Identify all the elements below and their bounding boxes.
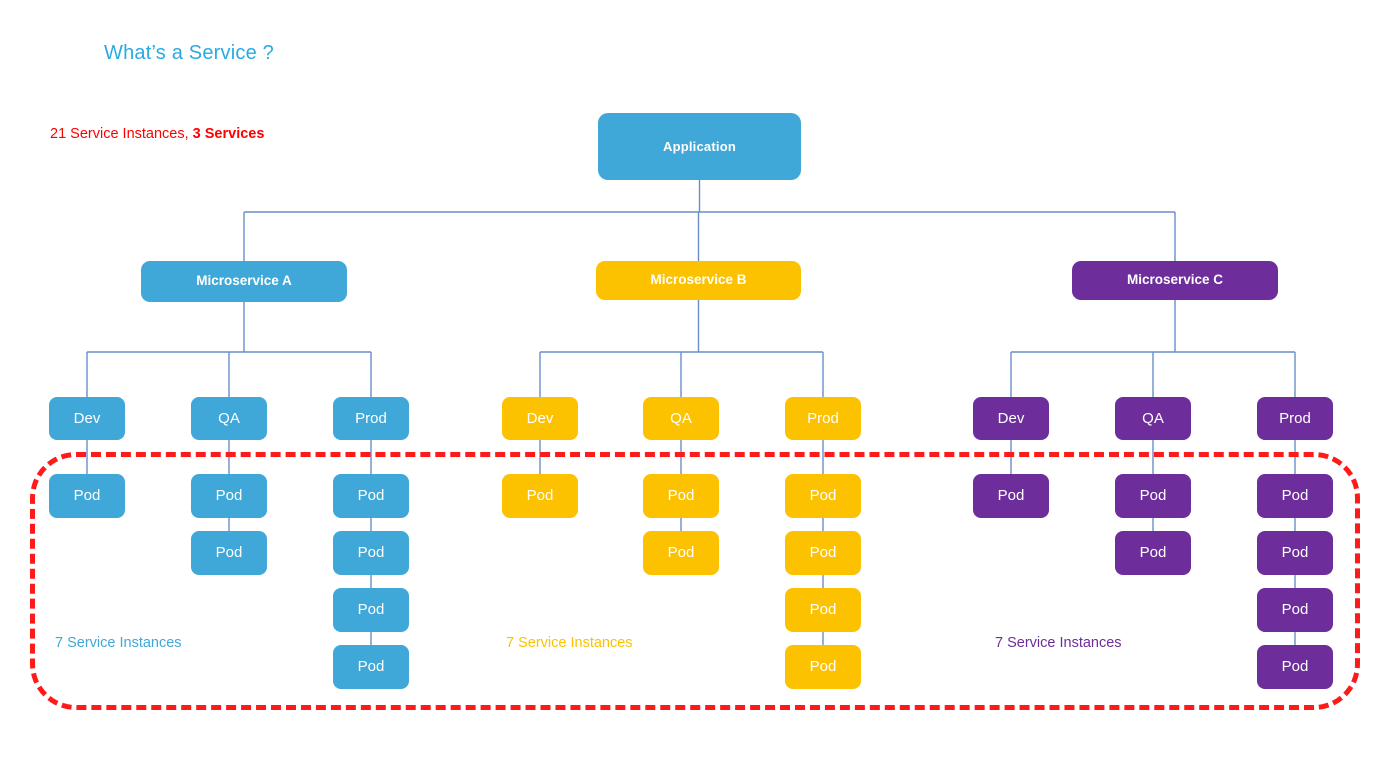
env-node-purple-prod-label: Prod xyxy=(1279,409,1311,427)
pod-node[interactable]: Pod xyxy=(1257,588,1333,632)
microservice-node-2[interactable]: Microservice B xyxy=(596,261,801,300)
pod-node-label: Pod xyxy=(1281,601,1309,619)
totals-annotation: 21 Service Instances, 3 Services xyxy=(50,126,264,142)
pod-node-label: Pod xyxy=(526,487,554,505)
application-node[interactable]: Application xyxy=(598,113,801,180)
pod-node-label: Pod xyxy=(357,658,385,676)
pod-node[interactable]: Pod xyxy=(1257,531,1333,575)
microservice-node-3-label: Microservice C xyxy=(1126,272,1224,288)
pod-node-label: Pod xyxy=(667,487,695,505)
env-node-purple-dev-label: Dev xyxy=(997,409,1025,427)
service-instances-label-2: 7 Service Instances xyxy=(506,635,633,651)
pod-node[interactable]: Pod xyxy=(785,531,861,575)
pod-node-label: Pod xyxy=(667,544,695,562)
env-node-purple-qa-label: QA xyxy=(1142,409,1164,427)
page-title: What’s a Service ? xyxy=(104,42,274,64)
pod-node[interactable]: Pod xyxy=(785,588,861,632)
pod-node-label: Pod xyxy=(809,487,837,505)
application-node-label: Application xyxy=(663,138,736,154)
env-node-blue-prod-label: Prod xyxy=(355,409,387,427)
env-node-purple-dev[interactable]: Dev xyxy=(973,397,1049,440)
pod-node-label: Pod xyxy=(809,601,837,619)
env-node-blue-dev-label: Dev xyxy=(73,409,101,427)
pod-node[interactable]: Pod xyxy=(333,474,409,518)
pod-node[interactable]: Pod xyxy=(643,474,719,518)
pod-node-label: Pod xyxy=(809,544,837,562)
env-node-yellow-qa[interactable]: QA xyxy=(643,397,719,440)
pod-node-label: Pod xyxy=(215,544,243,562)
pod-node[interactable]: Pod xyxy=(643,531,719,575)
pod-node-label: Pod xyxy=(357,544,385,562)
pod-node[interactable]: Pod xyxy=(1257,474,1333,518)
env-node-purple-prod[interactable]: Prod xyxy=(1257,397,1333,440)
pod-node[interactable]: Pod xyxy=(333,645,409,689)
env-node-blue-dev[interactable]: Dev xyxy=(49,397,125,440)
pod-node-label: Pod xyxy=(809,658,837,676)
pod-node-label: Pod xyxy=(357,601,385,619)
pod-node[interactable]: Pod xyxy=(49,474,125,518)
service-instances-label-1: 7 Service Instances xyxy=(55,635,182,651)
totals-annotation-plain: 21 Service Instances, xyxy=(50,126,193,142)
pod-node[interactable]: Pod xyxy=(1115,531,1191,575)
microservice-node-3[interactable]: Microservice C xyxy=(1072,261,1278,300)
env-node-blue-prod[interactable]: Prod xyxy=(333,397,409,440)
microservice-node-1[interactable]: Microservice A xyxy=(141,261,347,302)
env-node-blue-qa-label: QA xyxy=(218,409,240,427)
env-node-purple-qa[interactable]: QA xyxy=(1115,397,1191,440)
service-instances-label-3: 7 Service Instances xyxy=(995,635,1122,651)
env-node-yellow-qa-label: QA xyxy=(670,409,692,427)
env-node-yellow-dev[interactable]: Dev xyxy=(502,397,578,440)
pod-node-label: Pod xyxy=(1281,658,1309,676)
pod-node[interactable]: Pod xyxy=(973,474,1049,518)
totals-annotation-bold: 3 Services xyxy=(192,126,265,142)
pod-node-label: Pod xyxy=(997,487,1025,505)
env-node-yellow-prod[interactable]: Prod xyxy=(785,397,861,440)
pod-node[interactable]: Pod xyxy=(1257,645,1333,689)
pod-node-label: Pod xyxy=(1281,487,1309,505)
pod-node-label: Pod xyxy=(215,487,243,505)
pod-node[interactable]: Pod xyxy=(333,531,409,575)
pod-node[interactable]: Pod xyxy=(785,474,861,518)
pod-node-label: Pod xyxy=(1281,544,1309,562)
pod-node-label: Pod xyxy=(73,487,101,505)
env-node-yellow-dev-label: Dev xyxy=(526,409,554,427)
pod-node-label: Pod xyxy=(1139,544,1167,562)
pod-node[interactable]: Pod xyxy=(785,645,861,689)
microservice-node-1-label: Microservice A xyxy=(196,273,292,289)
env-node-yellow-prod-label: Prod xyxy=(807,409,839,427)
pod-node[interactable]: Pod xyxy=(333,588,409,632)
pod-node[interactable]: Pod xyxy=(1115,474,1191,518)
pod-node[interactable]: Pod xyxy=(502,474,578,518)
pod-node[interactable]: Pod xyxy=(191,531,267,575)
microservice-node-2-label: Microservice B xyxy=(650,272,747,288)
pod-node[interactable]: Pod xyxy=(191,474,267,518)
env-node-blue-qa[interactable]: QA xyxy=(191,397,267,440)
pod-node-label: Pod xyxy=(357,487,385,505)
pod-node-label: Pod xyxy=(1139,487,1167,505)
